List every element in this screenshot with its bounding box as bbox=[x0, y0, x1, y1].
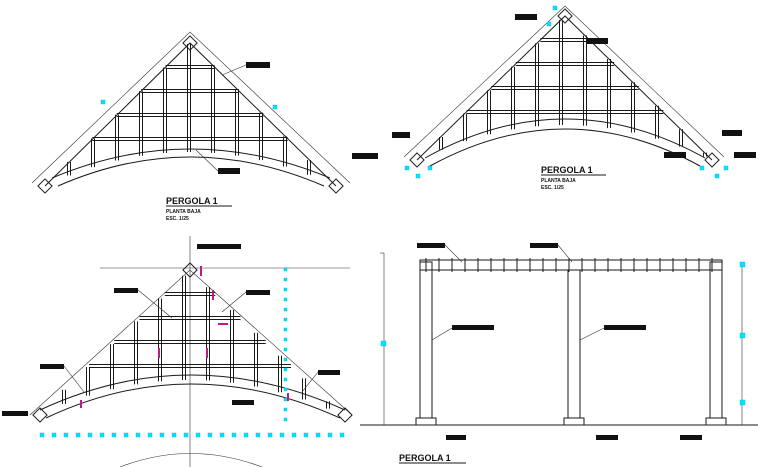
dimension-marker bbox=[39, 432, 45, 438]
dimension-marker bbox=[283, 267, 288, 272]
pergola-plan-1: PERGOLA 1 PLANTA BAJA ESC. 1/25 bbox=[31, 31, 351, 222]
dimension-marker bbox=[283, 417, 288, 422]
dimension-marker bbox=[147, 432, 153, 438]
dimension-marker bbox=[283, 337, 288, 342]
dimension-marker bbox=[219, 432, 225, 438]
plan-1-scale: ESC. 1/25 bbox=[166, 216, 189, 222]
dimension-marker bbox=[283, 307, 288, 312]
dimension-marker bbox=[99, 432, 105, 438]
pergola-elevation: PERGOLA 1 bbox=[360, 243, 758, 464]
dimension-marker bbox=[283, 347, 288, 352]
dimension-marker bbox=[159, 432, 165, 438]
dimension-marker bbox=[339, 432, 345, 438]
dimension-marker bbox=[75, 432, 81, 438]
elevation-title: PERGOLA 1 bbox=[399, 453, 451, 463]
dimension-marker bbox=[171, 432, 177, 438]
dimension-marker bbox=[327, 432, 333, 438]
dimension-marker bbox=[283, 287, 288, 292]
dimension-marker bbox=[255, 432, 261, 438]
dimension-marker bbox=[195, 432, 201, 438]
dimension-marker bbox=[207, 432, 213, 438]
dimension-marker bbox=[123, 432, 129, 438]
dimension-marker bbox=[283, 407, 288, 412]
dimension-marker bbox=[283, 327, 288, 332]
dimension-marker bbox=[135, 432, 141, 438]
dimension-marker bbox=[183, 432, 189, 438]
dimension-marker bbox=[267, 432, 273, 438]
pergola-plan-2: PERGOLA 1 PLANTA BAJA ESC. 1/25 bbox=[352, 5, 756, 191]
dimension-marker bbox=[87, 432, 93, 438]
dimension-marker bbox=[283, 397, 288, 402]
dimension-marker bbox=[283, 297, 288, 302]
dimension-marker bbox=[303, 432, 309, 438]
plan-1-title: PERGOLA 1 bbox=[166, 196, 218, 206]
dimension-marker bbox=[279, 432, 285, 438]
dimension-marker bbox=[231, 432, 237, 438]
pergola-detail-plan bbox=[2, 236, 353, 467]
dimension-marker bbox=[63, 432, 69, 438]
dimension-marker bbox=[283, 377, 288, 382]
plan-2-title: PERGOLA 1 bbox=[541, 165, 593, 175]
dimension-marker bbox=[243, 432, 249, 438]
dimension-marker bbox=[283, 317, 288, 322]
dimension-marker bbox=[283, 387, 288, 392]
dimension-marker bbox=[315, 432, 321, 438]
plan-2-scale: ESC. 1/25 bbox=[541, 185, 564, 191]
plan-2-subtitle: PLANTA BAJA bbox=[541, 178, 576, 184]
dimension-marker bbox=[283, 277, 288, 282]
dimension-marker bbox=[283, 357, 288, 362]
dimension-marker bbox=[291, 432, 297, 438]
plan-1-subtitle: PLANTA BAJA bbox=[166, 209, 201, 215]
dimension-marker bbox=[51, 432, 57, 438]
dimension-marker bbox=[283, 367, 288, 372]
dimension-marker bbox=[111, 432, 117, 438]
